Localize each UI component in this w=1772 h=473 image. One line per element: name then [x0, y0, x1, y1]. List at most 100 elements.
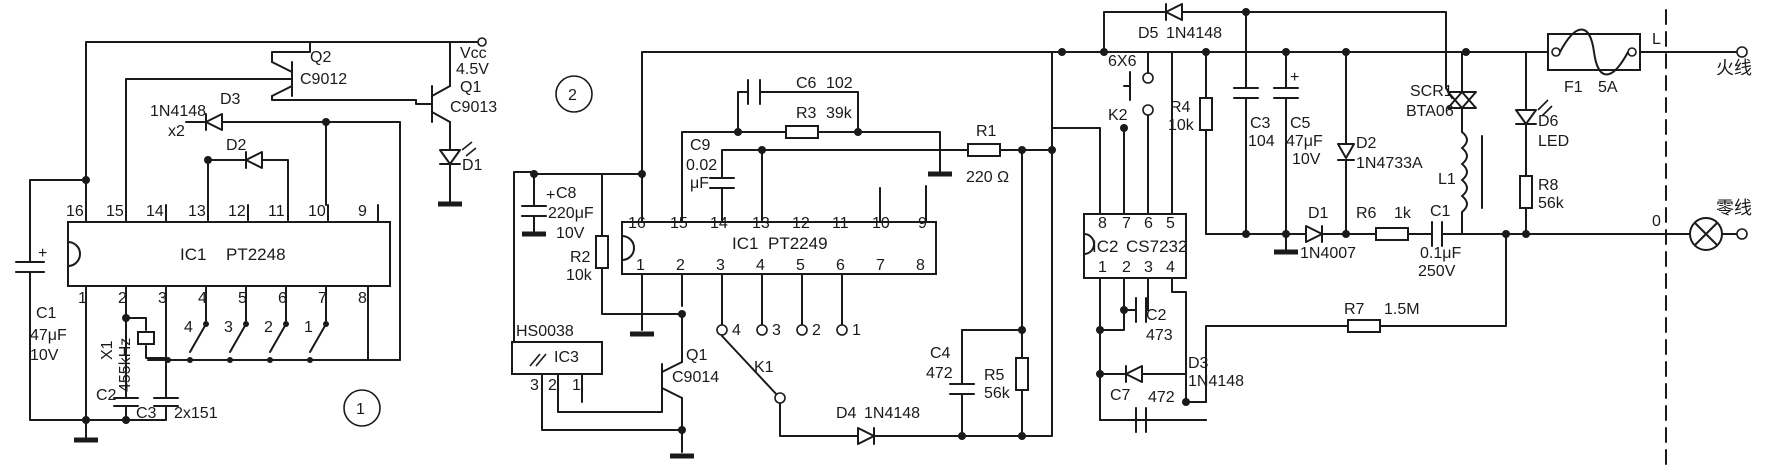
c2-pin10-9	[879, 185, 927, 201]
c2-live-label: 火线	[1716, 58, 1752, 78]
c2-ic2-pin-8: 8	[1098, 215, 1107, 232]
c1-pin-14: 14	[146, 203, 164, 220]
c1-c2-ref: C2	[96, 387, 117, 404]
c1-pin-1: 1	[78, 290, 87, 307]
c2-neutral-terminal	[1736, 228, 1748, 240]
c1-pin-13: 13	[188, 203, 206, 220]
c2-ic2-notch	[1083, 233, 1095, 255]
c1-c2c3-value: 2x151	[174, 405, 218, 422]
c2-r1-ref: R1	[976, 123, 997, 140]
c1-q2-part: C9012	[300, 71, 347, 88]
c2-d4-ref: D4	[836, 405, 857, 422]
c2-r6-ref: R6	[1356, 205, 1377, 222]
c2-pin-8: 8	[916, 257, 925, 274]
c2-pin-14: 14	[710, 215, 728, 232]
c1-c1-bottom-wire	[29, 271, 87, 421]
c2-live-terminal	[1736, 46, 1748, 58]
c2-pin-2: 2	[676, 257, 685, 274]
c2-k2-part: 6X6	[1108, 53, 1137, 70]
c1-key-1: 1	[304, 319, 313, 336]
circuit-1: IC1 PT2248 16 15 14 13 12 11 10 9 1 2 3 …	[15, 37, 497, 443]
c2-d3-node	[1185, 373, 1207, 403]
c1-x1-wire	[125, 305, 167, 359]
c2-d2-part: 1N4733A	[1356, 155, 1423, 172]
c2-k1-common	[774, 392, 786, 404]
c2-ic3-part: HS0038	[516, 323, 574, 340]
c1-q2	[271, 57, 293, 97]
c2-k1-pos-1: 1	[852, 322, 861, 339]
c1-d3	[205, 113, 223, 131]
c2-c2-value: 473	[1146, 327, 1173, 344]
c2-ic2-part: CS7232	[1126, 237, 1187, 256]
c1-c3-ref: C3	[136, 405, 157, 422]
c2-k1-pos-3: 3	[772, 322, 781, 339]
c2-ic3-vcc	[513, 171, 535, 343]
c1-q2-collector	[271, 95, 417, 101]
c1-d3-ref: D3	[220, 91, 241, 108]
c1-q1-part: C9013	[450, 99, 497, 116]
c2-k2-ref: K2	[1108, 107, 1128, 124]
c2-ic3-pin-2: 2	[548, 377, 557, 394]
c1-q2-ref: Q2	[310, 49, 331, 66]
c1-vcc-name: Vcc	[460, 45, 487, 62]
c2-r5	[1015, 357, 1029, 391]
c1-key-2: 2	[264, 319, 273, 336]
c1-pin-8: 8	[358, 290, 367, 307]
c2-scr1-gate	[1445, 87, 1453, 99]
c2-q1	[661, 361, 683, 399]
c2-ic3-sensor-icon	[529, 353, 547, 367]
c2-c9	[709, 149, 763, 201]
c1-q1	[431, 85, 451, 123]
c1-d2-ref: D2	[226, 137, 247, 154]
c1-x1-ref: X1	[99, 340, 116, 360]
c2-r5-ref: R5	[984, 367, 1005, 384]
c1-top-pin-stubs	[85, 204, 379, 223]
c1-pin-16: 16	[66, 203, 84, 220]
c2-c8-value: 220μF	[548, 205, 594, 222]
c2-r6-value: 1k	[1394, 205, 1412, 222]
c1-c2	[113, 317, 139, 421]
c1-d1-ref: D1	[462, 157, 483, 174]
c2-pin-6: 6	[836, 257, 845, 274]
c1-ic1-name: IC1	[180, 245, 206, 264]
c2-c6-ref: C6	[796, 75, 817, 92]
c2-f1-element	[1559, 28, 1629, 76]
c1-pin-6: 6	[278, 290, 287, 307]
c2-c2	[1123, 297, 1149, 323]
c2-d5	[1165, 3, 1183, 21]
c2-d6	[1515, 51, 1537, 235]
c2-r3	[785, 125, 819, 139]
c2-c4-ref: C4	[930, 345, 951, 362]
c2-c6-value: 102	[826, 75, 853, 92]
c1-label: 1	[356, 401, 365, 418]
c1-q1-ref: Q1	[460, 79, 481, 96]
c2-d4	[857, 427, 875, 445]
c1-c1-polarity: +	[38, 245, 47, 262]
c2-label: 2	[568, 87, 577, 104]
c1-circled-label	[343, 389, 381, 427]
c2-d2	[1337, 51, 1355, 235]
c2-ic3-name: IC3	[554, 349, 579, 366]
c1-pin-11: 11	[268, 203, 285, 220]
c2-d3-part: 1N4148	[1188, 373, 1244, 390]
c2-terminal-l: L	[1652, 31, 1661, 48]
c2-ic2-top-wires	[1051, 51, 1173, 215]
c2-k1-ref: K1	[754, 359, 774, 376]
c2-f1	[1547, 33, 1641, 71]
c2-pin-11: 11	[832, 215, 849, 232]
c2-wire-pin16-rail	[641, 51, 1105, 201]
c2-c7-ref: C7	[1110, 387, 1131, 404]
c2-c4	[949, 329, 975, 437]
c2-q1-ref: Q1	[686, 347, 707, 364]
c2-r6	[1375, 227, 1409, 241]
c2-c5-value: 47μF	[1286, 133, 1323, 150]
c1-diode-part: 1N4148	[150, 103, 206, 120]
c1-diode-qty: x2	[168, 123, 185, 140]
c1-d2-wire	[207, 159, 289, 206]
c2-ic2-pin-3: 3	[1144, 259, 1153, 276]
c2-pin-4: 4	[756, 257, 765, 274]
c2-pin-3: 3	[716, 257, 725, 274]
c2-l1	[1461, 131, 1468, 235]
c1-pin-15: 15	[106, 203, 124, 220]
c2-k1-pos-2: 2	[812, 322, 821, 339]
